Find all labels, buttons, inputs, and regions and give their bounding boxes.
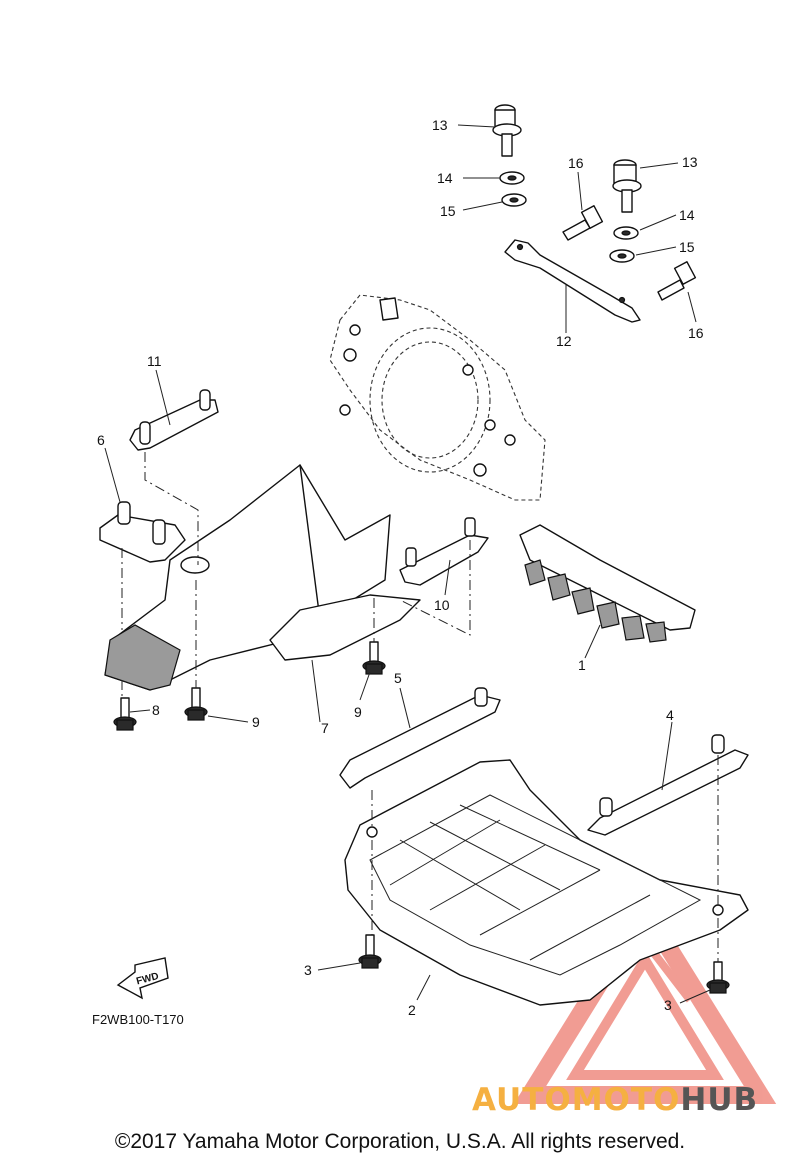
callout-3: 3 xyxy=(304,962,312,978)
callout-11: 11 xyxy=(147,353,162,369)
frame-7 xyxy=(104,464,421,691)
callout-5: 5 xyxy=(394,670,402,686)
bolt-16-upper xyxy=(562,205,604,241)
bracket-11 xyxy=(129,389,219,451)
bolt-9-left xyxy=(184,687,208,721)
washer-14-right xyxy=(613,226,639,240)
callout-9: 9 xyxy=(354,704,362,720)
callout-14: 14 xyxy=(679,207,695,223)
callout-15: 15 xyxy=(679,239,695,255)
washer-15-left xyxy=(501,193,527,207)
rail-5 xyxy=(339,687,501,789)
copyright-notice: ©2017 Yamaha Motor Corporation, U.S.A. A… xyxy=(114,1130,686,1153)
bolt-3-right xyxy=(706,961,730,994)
callout-3: 3 xyxy=(664,997,672,1013)
bolt-13-right xyxy=(612,159,642,213)
bolt-13-top xyxy=(492,104,522,157)
watermark-text-primary: AUTOMOTO xyxy=(472,1082,681,1118)
callout-16: 16 xyxy=(688,325,704,341)
callout-16: 16 xyxy=(568,155,584,171)
callout-13: 13 xyxy=(432,117,448,133)
bolt-8 xyxy=(113,697,137,731)
figure-code: F2WB100-T170 xyxy=(92,1012,184,1027)
callout-13: 13 xyxy=(682,154,698,170)
callout-15: 15 xyxy=(440,203,456,219)
engine-mount-outline xyxy=(329,294,546,501)
callout-1: 1 xyxy=(578,657,586,673)
rail-4 xyxy=(587,734,749,836)
bolt-3-left xyxy=(358,934,382,969)
callout-12: 12 xyxy=(556,333,572,349)
mount-10 xyxy=(399,517,489,586)
watermark-text-secondary: HUB xyxy=(680,1082,759,1118)
callout-14: 14 xyxy=(437,170,453,186)
bracket-12 xyxy=(504,239,641,323)
callout-9: 9 xyxy=(252,714,260,730)
mount-6 xyxy=(99,501,186,563)
bolt-16-lower xyxy=(657,261,697,301)
callout-4: 4 xyxy=(666,707,674,723)
callout-7: 7 xyxy=(321,720,329,736)
washer-15-right xyxy=(609,249,635,263)
rubber-1 xyxy=(519,524,696,643)
grid-plate-2 xyxy=(344,759,749,1006)
callout-8: 8 xyxy=(152,702,160,718)
washer-14-left xyxy=(499,171,525,185)
callouts: 13 14 15 16 13 14 15 16 12 11 6 10 1 5 8… xyxy=(97,117,704,1018)
assembly-lines xyxy=(121,452,719,962)
bolt-9-center xyxy=(362,641,386,675)
watermark-logo: AUTOMOTOHUB xyxy=(472,1082,758,1118)
fwd-arrow-icon: FWD xyxy=(116,957,169,1000)
callout-10: 10 xyxy=(434,597,450,613)
callout-2: 2 xyxy=(408,1002,416,1018)
leader-lines xyxy=(104,124,711,1004)
callout-6: 6 xyxy=(97,432,105,448)
